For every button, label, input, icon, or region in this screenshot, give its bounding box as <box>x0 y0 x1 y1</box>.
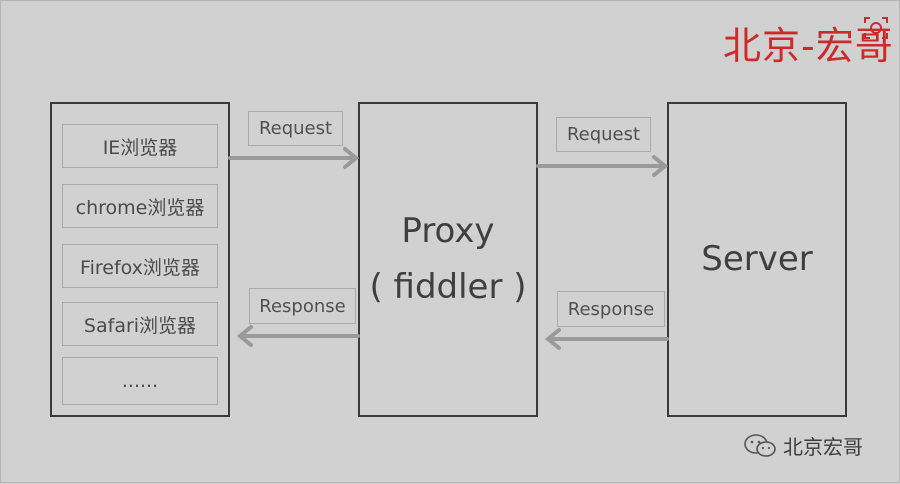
proxy-box <box>358 102 538 417</box>
watermark: 北京宏哥 <box>743 431 863 460</box>
client-item-ie: IE浏览器 <box>62 124 218 168</box>
client-item-chrome: chrome浏览器 <box>62 184 218 228</box>
client-item-firefox: Firefox浏览器 <box>62 244 218 288</box>
response-arrow-right <box>544 328 669 350</box>
request-label-left: Request <box>248 111 343 146</box>
watermark-text: 北京宏哥 <box>783 435 863 459</box>
server-box <box>667 102 847 417</box>
client-item-more: ...... <box>62 357 218 405</box>
wechat-icon <box>744 433 776 457</box>
request-arrow-left <box>228 147 360 169</box>
proxy-sublabel: ( fiddler ) <box>369 267 527 307</box>
request-arrow-right <box>536 155 669 177</box>
request-label-right: Request <box>556 117 651 152</box>
client-item-safari: Safari浏览器 <box>62 302 218 346</box>
response-arrow-left <box>236 325 360 347</box>
response-label-right: Response <box>557 291 665 327</box>
response-label-left: Response <box>249 288 356 324</box>
brand-title: 北京-宏哥 <box>723 24 894 68</box>
proxy-label: Proxy <box>401 211 495 251</box>
scan-icon <box>864 17 888 39</box>
client-box <box>50 102 230 417</box>
server-label: Server <box>701 239 813 279</box>
